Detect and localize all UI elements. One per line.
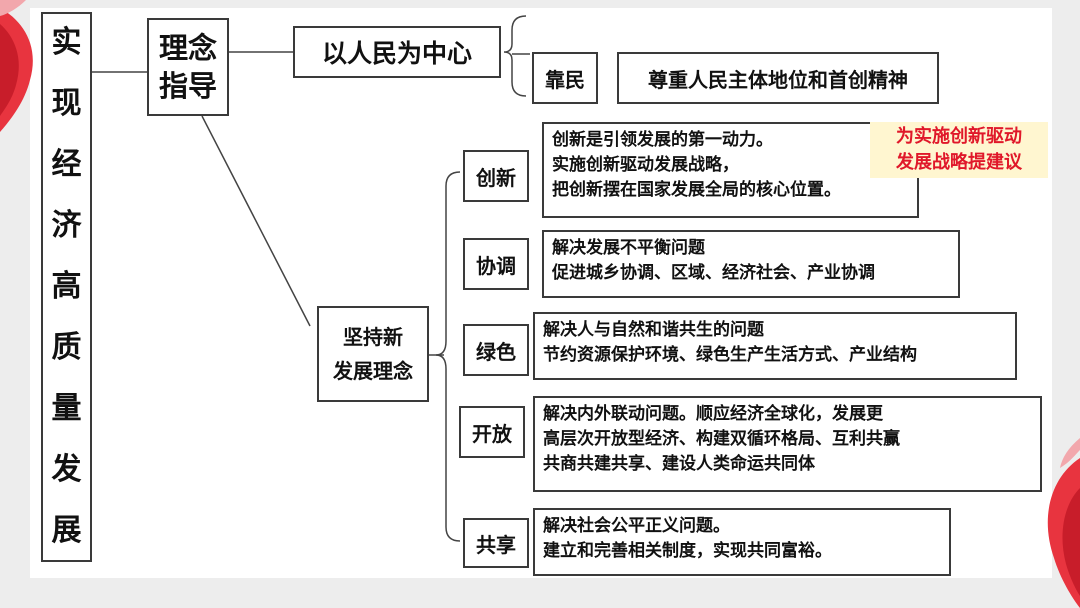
green-line: 节约资源保护环境、绿色生产生活方式、产业结构 (543, 345, 917, 365)
coordination-label: 协调 (476, 253, 516, 278)
green-text-box: 解决人与自然和谐共生的问题 节约资源保护环境、绿色生产生活方式、产业结构 (533, 312, 1017, 380)
new-development-concept-box: 坚持新 发展理念 (317, 306, 429, 402)
ribbon-decoration-bottom-right (1047, 438, 1080, 608)
openness-label-box: 开放 (459, 406, 525, 458)
new-concept-line: 坚持新 (343, 325, 403, 349)
innovation-text-box: 创新是引领发展的第一动力。 实施创新驱动发展战略， 把创新摆在国家发展全局的核心… (542, 122, 919, 218)
innovation-line: 实施创新驱动发展战略， (552, 155, 739, 175)
title-char: 展 (51, 513, 82, 548)
openness-label: 开放 (472, 421, 512, 446)
sharing-line: 建立和完善相关制度，实现共同富裕。 (543, 541, 832, 561)
sharing-line: 解决社会公平正义问题。 (543, 516, 730, 536)
rely-on-people-box: 靠民 (532, 52, 598, 104)
innovation-line: 把创新摆在国家发展全局的核心位置。 (552, 180, 841, 200)
openness-line: 高层次开放型经济、构建双循环格局、互利共赢 (543, 429, 900, 449)
openness-line: 解决内外联动问题。顺应经济全球化，发展更 (543, 404, 883, 424)
title-char: 量 (51, 391, 82, 426)
openness-line: 共商共建共享、建设人类命运共同体 (543, 454, 815, 474)
innovation-suggestion-note: 为实施创新驱动 发展战略提建议 (870, 122, 1048, 178)
people-center-box: 以人民为中心 (293, 26, 501, 78)
sharing-label: 共享 (476, 532, 516, 557)
sharing-label-box: 共享 (463, 518, 529, 568)
innovation-line: 创新是引领发展的第一动力。 (552, 130, 773, 150)
people-center-text: 以人民为中心 (321, 39, 472, 68)
coordination-line: 促进城乡协调、区域、经济社会、产业协调 (552, 263, 875, 283)
title-char: 质 (51, 330, 82, 365)
title-char: 发 (51, 452, 82, 487)
coordination-text-box: 解决发展不平衡问题 促进城乡协调、区域、经济社会、产业协调 (542, 230, 960, 298)
openness-text-box: 解决内外联动问题。顺应经济全球化，发展更 高层次开放型经济、构建双循环格局、互利… (533, 396, 1042, 492)
main-title-vertical: 实 现 经 济 高 质 量 发 展 (41, 12, 92, 562)
new-concept-line: 发展理念 (333, 359, 413, 383)
note-line: 发展战略提建议 (896, 152, 1022, 173)
concept-guide-line: 理念 (158, 31, 217, 65)
sharing-text-box: 解决社会公平正义问题。 建立和完善相关制度，实现共同富裕。 (533, 508, 951, 576)
innovation-label: 创新 (476, 165, 516, 190)
title-char: 济 (51, 208, 82, 243)
coordination-line: 解决发展不平衡问题 (552, 238, 705, 258)
respect-people-text: 尊重人民主体地位和首创精神 (648, 67, 908, 92)
green-label-box: 绿色 (463, 324, 529, 376)
green-line: 解决人与自然和谐共生的问题 (543, 320, 764, 340)
title-char: 经 (51, 147, 82, 182)
innovation-label-box: 创新 (463, 150, 529, 202)
concept-guide-box: 理念 指导 (147, 18, 229, 116)
concept-guide-line: 指导 (158, 69, 217, 103)
rely-on-people-label: 靠民 (545, 67, 585, 92)
title-char: 高 (51, 269, 82, 304)
respect-people-box: 尊重人民主体地位和首创精神 (617, 52, 939, 104)
note-line: 为实施创新驱动 (896, 126, 1022, 147)
title-char: 现 (51, 86, 82, 121)
title-char: 实 (51, 25, 82, 60)
ribbon-decoration-top-left (0, 0, 33, 132)
coordination-label-box: 协调 (463, 238, 529, 290)
green-label: 绿色 (476, 339, 516, 364)
